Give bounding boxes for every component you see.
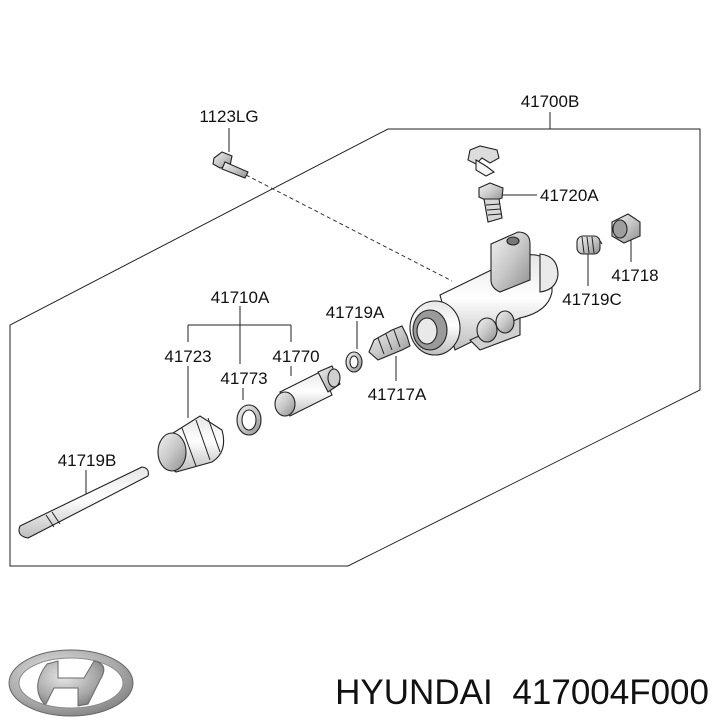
bleeder-part <box>478 182 537 223</box>
boot-part <box>157 366 225 473</box>
label-spring: 41718 <box>611 266 658 285</box>
label-piston-boot: 41717A <box>368 385 427 404</box>
label-boot: 41723 <box>164 347 211 366</box>
caption: HYUNDAI 417004F000 <box>335 673 709 712</box>
label-circlip: 41773 <box>220 369 267 388</box>
spring-part <box>576 235 603 286</box>
caption-brand: HYUNDAI <box>335 673 493 712</box>
hyundai-logo-icon <box>8 649 134 717</box>
push-rod-part <box>18 466 149 539</box>
slave-cylinder-body <box>409 231 559 356</box>
label-boot-ring: 41719A <box>326 303 385 322</box>
label-assembly: 41700B <box>521 92 580 111</box>
clip-part <box>467 145 500 177</box>
assembly-frame <box>9 112 701 567</box>
label-push-rod: 41719B <box>58 451 117 470</box>
bolt-part <box>212 128 453 282</box>
caption-part-number: 417004F000 <box>512 673 709 712</box>
label-bleeder: 41720A <box>540 186 599 205</box>
cap-part <box>611 213 641 262</box>
label-bolt: 1123LG <box>199 107 258 126</box>
label-kit: 41710A <box>211 288 270 307</box>
kit-bracket <box>187 306 292 364</box>
label-piston: 41770 <box>272 347 319 366</box>
ring-part <box>345 321 363 373</box>
label-spring-seat: 41719C <box>562 290 622 309</box>
piston-boot-part <box>368 325 411 381</box>
piston-part <box>274 365 341 417</box>
circlip-part <box>236 388 262 436</box>
